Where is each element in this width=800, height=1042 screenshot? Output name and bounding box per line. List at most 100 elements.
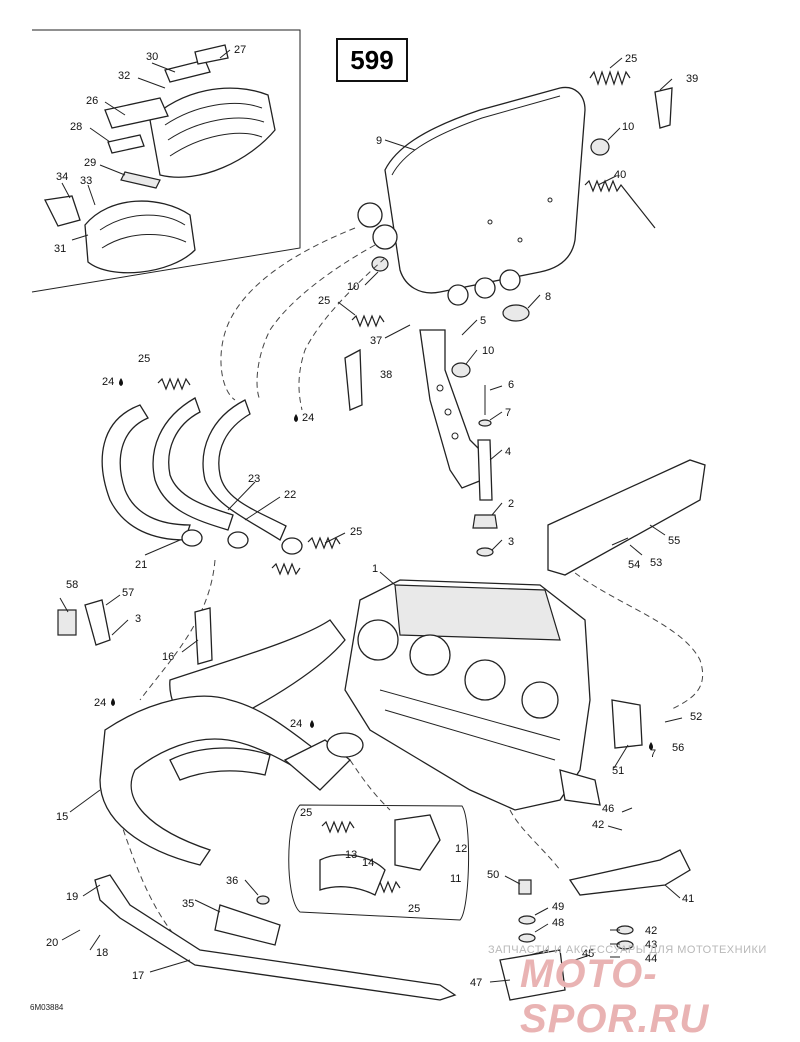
callout-33: 33 bbox=[80, 175, 92, 187]
callout-16: 16 bbox=[162, 651, 174, 663]
callout-10: 10 bbox=[622, 121, 634, 133]
callout-42: 42 bbox=[645, 925, 657, 937]
callout-25: 25 bbox=[408, 903, 420, 915]
exhaust-pipes bbox=[101, 397, 303, 555]
callout-25: 25 bbox=[300, 807, 312, 819]
leader-lines bbox=[59, 57, 683, 983]
callout-32: 32 bbox=[118, 70, 130, 82]
muffler bbox=[357, 86, 586, 306]
callout-labels: 1 2 3 3 4 5 6 7 7 8 9 10 10 10 11 12 13 … bbox=[46, 44, 702, 989]
bracket-57 bbox=[84, 599, 111, 646]
callout-48: 48 bbox=[552, 917, 564, 929]
callout-35: 35 bbox=[182, 898, 194, 910]
callout-12: 12 bbox=[455, 843, 467, 855]
callout-41: 41 bbox=[682, 893, 694, 905]
callout-43: 43 bbox=[645, 939, 657, 951]
callout-53: 53 bbox=[650, 557, 662, 569]
grommet-10-mid bbox=[371, 256, 389, 272]
callout-11: 11 bbox=[450, 873, 461, 885]
callout-17: 17 bbox=[132, 970, 144, 982]
engine-mount-bracket bbox=[611, 699, 643, 749]
watermark-logo: MOTO-SPOR.RU bbox=[520, 952, 710, 1041]
callout-49: 49 bbox=[552, 901, 564, 913]
callout-45: 45 bbox=[582, 948, 594, 960]
callout-46: 46 bbox=[602, 803, 614, 815]
callout-54: 54 bbox=[628, 559, 640, 571]
callout-52: 52 bbox=[690, 711, 702, 723]
callout-6: 6 bbox=[508, 379, 514, 391]
callout-37: 37 bbox=[370, 335, 382, 347]
callout-25: 25 bbox=[138, 353, 150, 365]
callout-21: 21 bbox=[135, 559, 147, 571]
callout-10: 10 bbox=[347, 281, 359, 293]
callout-4: 4 bbox=[505, 446, 511, 458]
callout-24: 24 bbox=[94, 697, 106, 709]
callout-25: 25 bbox=[318, 295, 330, 307]
callout-38: 38 bbox=[380, 369, 392, 381]
watermark-text: ЗАПЧАСТИ И АКСЕССУАРЫ ДЛЯ МОТОТЕХНИКИ bbox=[488, 944, 767, 956]
callout-15: 15 bbox=[56, 811, 68, 823]
callout-23: 23 bbox=[248, 473, 260, 485]
callout-3: 3 bbox=[508, 536, 514, 548]
callout-24: 24 bbox=[302, 412, 314, 424]
callout-28: 28 bbox=[70, 121, 82, 133]
callout-25: 25 bbox=[350, 526, 362, 538]
callout-22: 22 bbox=[284, 489, 296, 501]
callout-20: 20 bbox=[46, 937, 58, 949]
callout-30: 30 bbox=[146, 51, 158, 63]
callout-55: 55 bbox=[668, 535, 680, 547]
callout-47: 47 bbox=[470, 977, 482, 989]
callout-19: 19 bbox=[66, 891, 78, 903]
callout-24: 24 bbox=[290, 718, 302, 730]
callout-5: 5 bbox=[480, 315, 486, 327]
bracket-39 bbox=[654, 87, 673, 129]
rear-brackets bbox=[94, 874, 457, 1001]
detail-inset-coupler bbox=[288, 804, 470, 921]
callout-8: 8 bbox=[545, 291, 551, 303]
callout-2: 2 bbox=[508, 498, 514, 510]
callout-39: 39 bbox=[686, 73, 698, 85]
tuned-pipe bbox=[99, 619, 364, 866]
callout-14: 14 bbox=[362, 857, 374, 869]
callout-10: 10 bbox=[482, 345, 494, 357]
grommet-8 bbox=[502, 304, 530, 322]
callout-18: 18 bbox=[96, 947, 108, 959]
lower-mount bbox=[499, 849, 691, 1001]
callout-51: 51 bbox=[612, 765, 624, 777]
callout-7: 7 bbox=[505, 407, 511, 419]
callout-44: 44 bbox=[645, 953, 657, 965]
muffler-brackets bbox=[344, 329, 498, 557]
callout-31: 31 bbox=[54, 243, 66, 255]
diagram-number: 599 bbox=[336, 38, 408, 82]
inset-leader-lines bbox=[61, 49, 231, 241]
support-bracket-right bbox=[547, 459, 706, 576]
callout-9: 9 bbox=[376, 135, 382, 147]
drawing-code: 6M03884 bbox=[30, 1003, 64, 1012]
callout-13: 13 bbox=[345, 849, 357, 861]
engine bbox=[344, 579, 601, 811]
callout-24: 24 bbox=[102, 376, 114, 388]
oil-drop-icons bbox=[111, 378, 653, 750]
callout-29: 29 bbox=[84, 157, 96, 169]
callout-42: 42 bbox=[592, 819, 604, 831]
grommet-10-low bbox=[451, 362, 471, 378]
inset-frame bbox=[31, 29, 301, 293]
callout-40: 40 bbox=[614, 169, 626, 181]
callout-27: 27 bbox=[234, 44, 246, 56]
sensor-58 bbox=[57, 609, 77, 636]
callout-57: 57 bbox=[122, 587, 134, 599]
callout-7: 7 bbox=[650, 748, 656, 760]
heat-shield-16 bbox=[194, 607, 213, 665]
callout-50: 50 bbox=[487, 869, 499, 881]
callout-3: 3 bbox=[135, 613, 141, 625]
callout-56: 56 bbox=[672, 742, 684, 754]
callout-1: 1 bbox=[372, 563, 378, 575]
callout-26: 26 bbox=[86, 95, 98, 107]
inset-heat-shield bbox=[44, 44, 276, 274]
grommet-10-top bbox=[590, 138, 610, 156]
callout-25: 25 bbox=[625, 53, 637, 65]
callout-36: 36 bbox=[226, 875, 238, 887]
routing-lines bbox=[119, 227, 704, 961]
callout-34: 34 bbox=[56, 171, 68, 183]
